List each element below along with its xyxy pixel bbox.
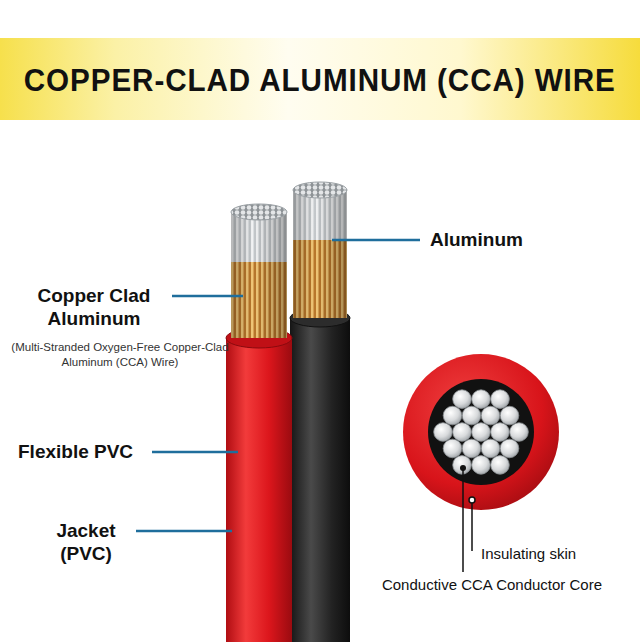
- section-label: Conductive CCA Conductor Core: [352, 576, 632, 594]
- part-label: Copper Clad Aluminum: [20, 284, 168, 330]
- part-label: Jacket (PVC): [40, 519, 132, 565]
- section-label: Insulating skin: [481, 545, 631, 563]
- black-wire: [290, 182, 350, 642]
- title: COPPER-CLAD ALUMINUM (CCA) WIRE: [24, 62, 616, 98]
- leader-lines: [136, 240, 420, 531]
- part-label: Flexible PVC: [18, 440, 150, 463]
- title-box: COPPER-CLAD ALUMINUM (CCA) WIRE: [0, 62, 640, 98]
- note-text: (Multi-Stranded Oxygen-Free Copper-Clad …: [8, 340, 232, 370]
- cross-section: [403, 354, 559, 572]
- part-label: Aluminum: [430, 228, 610, 251]
- red-wire: [226, 204, 292, 642]
